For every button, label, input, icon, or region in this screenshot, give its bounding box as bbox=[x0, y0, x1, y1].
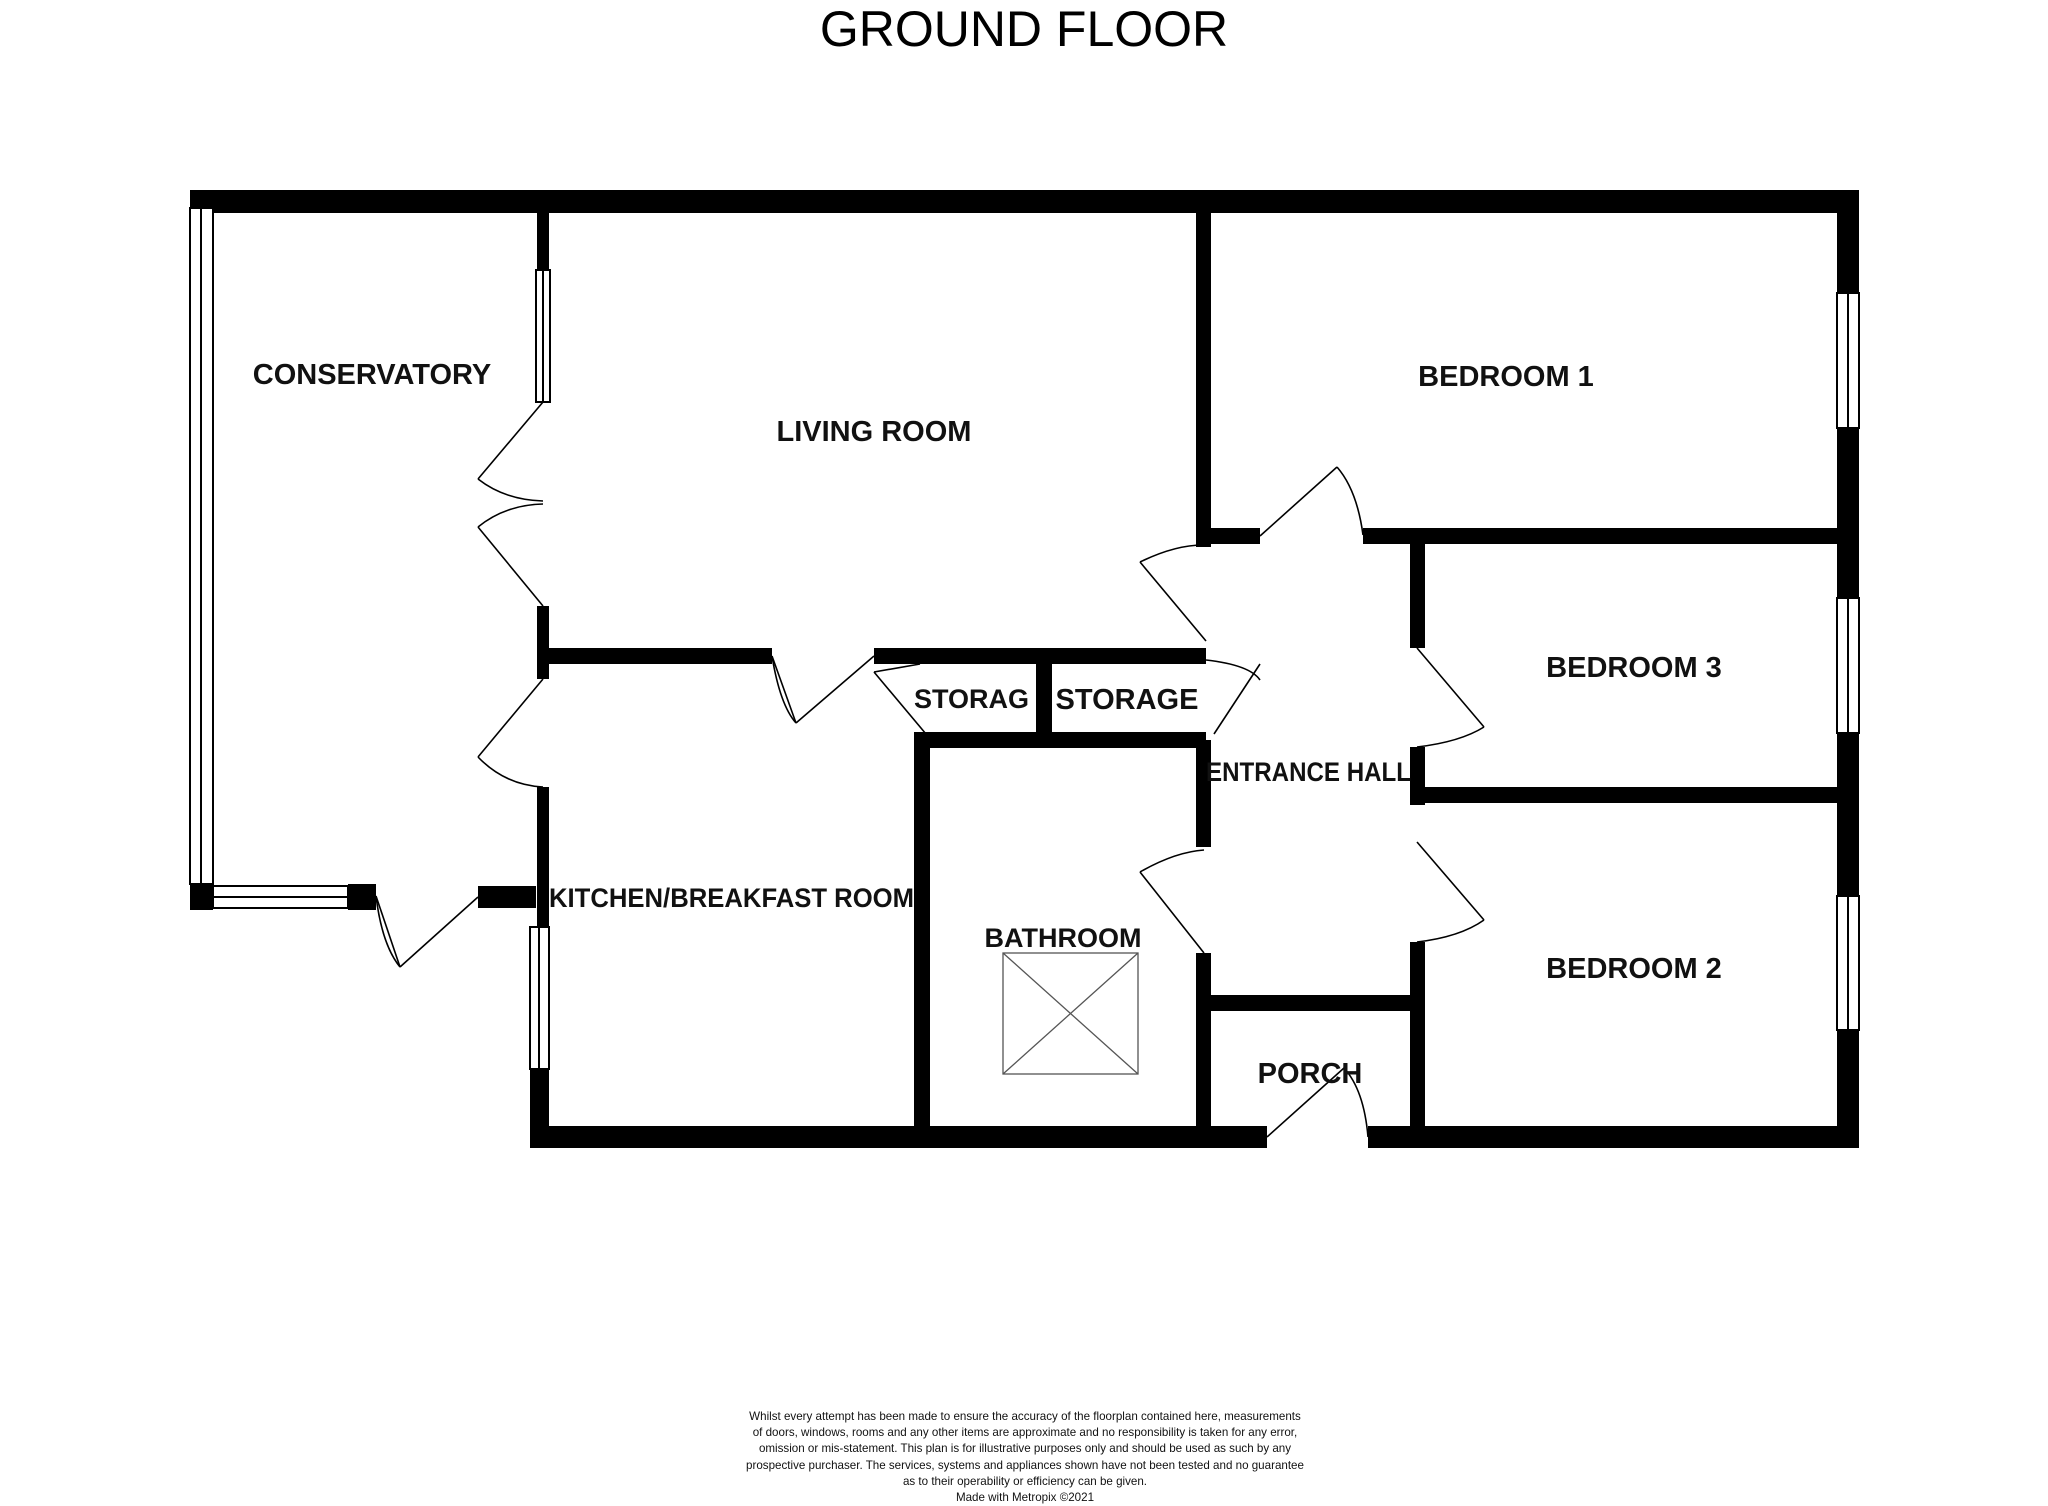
windows bbox=[189, 207, 1860, 1070]
walls bbox=[190, 190, 1859, 1148]
label-bedroom-1: BEDROOM 1 bbox=[1418, 361, 1594, 393]
disclaimer: Whilst every attempt has been made to en… bbox=[680, 1409, 1370, 1506]
label-living-room: LIVING ROOM bbox=[777, 416, 972, 448]
label-kitchen: KITCHEN/BREAKFAST ROOM bbox=[549, 883, 914, 913]
disclaimer-line: Whilst every attempt has been made to en… bbox=[749, 1410, 1301, 1423]
disclaimer-line: omission or mis-statement. This plan is … bbox=[758, 1442, 1292, 1456]
disclaimer-line: Made with Metropix ©2021 bbox=[955, 1491, 1095, 1505]
label-porch: PORCH bbox=[1258, 1058, 1363, 1090]
label-bedroom-3: BEDROOM 3 bbox=[1546, 652, 1722, 684]
floor-title: GROUND FLOOR bbox=[820, 1, 1228, 57]
disclaimer-line: of doors, windows, rooms and any other i… bbox=[752, 1426, 1298, 1440]
label-entrance-hall: ENTRANCE HALL bbox=[1206, 757, 1411, 787]
disclaimer-line: as to their operability or efficiency ca… bbox=[902, 1474, 1148, 1488]
label-storage-left: STORAG bbox=[914, 684, 1029, 714]
label-bedroom-2: BEDROOM 2 bbox=[1546, 953, 1722, 985]
label-bathroom: BATHROOM bbox=[985, 923, 1142, 953]
doors bbox=[375, 401, 1485, 1138]
label-storage-right: STORAGE bbox=[1056, 684, 1199, 716]
skylight bbox=[1002, 952, 1139, 1075]
disclaimer-line: prospective purchaser. The services, sys… bbox=[746, 1458, 1304, 1472]
label-conservatory: CONSERVATORY bbox=[253, 359, 492, 391]
